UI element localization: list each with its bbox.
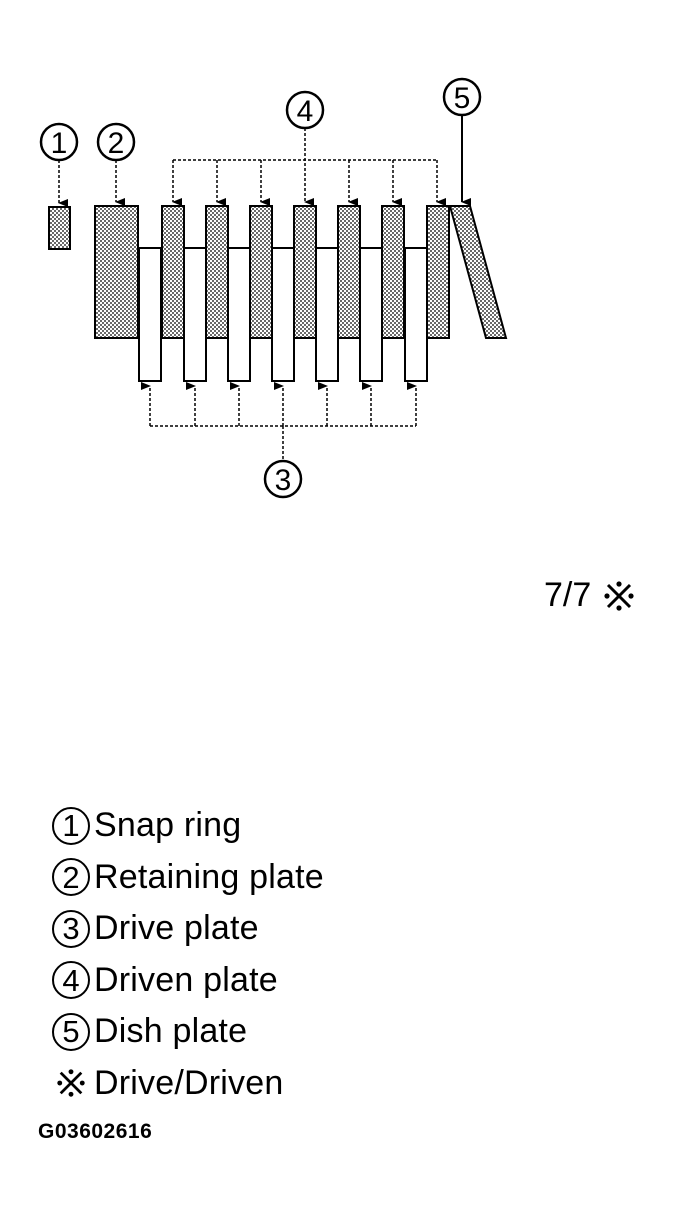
driven-plate	[249, 205, 273, 339]
legend-item: 1 Snap ring	[52, 800, 652, 852]
legend-label: Driven plate	[94, 960, 278, 999]
callout-number: 5	[52, 1012, 90, 1051]
drive-plates	[138, 247, 428, 382]
driven-plate	[293, 205, 317, 339]
drive-plate	[315, 247, 339, 382]
svg-text:1: 1	[51, 127, 68, 160]
drive-plate	[183, 247, 207, 382]
callout-number: 1	[52, 806, 90, 845]
drive-plate	[359, 247, 383, 382]
legend-label: Dish plate	[94, 1012, 248, 1051]
legend-item: Drive/Driven	[52, 1058, 652, 1110]
callout-number: 3	[52, 909, 90, 948]
legend: 1 Snap ring 2 Retaining plate 3 Drive pl…	[52, 800, 652, 1109]
dish-plate	[448, 205, 508, 339]
retaining-plate	[94, 205, 139, 339]
ratio-text: 7/7	[544, 576, 592, 614]
reference-mark-icon	[52, 1064, 90, 1102]
callout-2: 2	[96, 122, 136, 206]
svg-text:3: 3	[275, 464, 292, 497]
callout-5: 5	[442, 77, 482, 206]
drive-plate	[404, 247, 428, 382]
legend-label: Snap ring	[94, 806, 242, 845]
legend-label: Drive plate	[94, 909, 259, 948]
driven-plate	[426, 205, 450, 339]
driven-plate	[161, 205, 185, 339]
legend-item: 5 Dish plate	[52, 1006, 652, 1058]
legend-label: Drive/Driven	[94, 1063, 284, 1102]
callout-3: 3	[141, 382, 417, 499]
drive-plate	[271, 247, 295, 382]
legend-item: 3 Drive plate	[52, 903, 652, 955]
callout-4: 4	[172, 90, 446, 206]
svg-text:2: 2	[108, 127, 125, 160]
callout-number: 2	[52, 858, 90, 897]
clutch-pack-diagram: 1 2 4 5 3	[39, 77, 508, 499]
legend-item: 2 Retaining plate	[52, 852, 652, 904]
drive-plate	[138, 247, 162, 382]
snap-ring	[48, 206, 71, 250]
plate-ratio: 7/7	[544, 576, 635, 615]
driven-plate	[381, 205, 405, 339]
driven-plates	[161, 205, 450, 339]
legend-label: Retaining plate	[94, 857, 324, 896]
callout-1: 1	[39, 122, 79, 207]
reference-mark-icon	[603, 580, 635, 612]
svg-text:5: 5	[454, 82, 471, 115]
legend-item: 4 Driven plate	[52, 955, 652, 1007]
drive-plate	[227, 247, 251, 382]
svg-text:4: 4	[297, 95, 314, 128]
figure-code: G03602616	[38, 1120, 153, 1143]
driven-plate	[205, 205, 229, 339]
driven-plate	[337, 205, 361, 339]
callout-number: 4	[52, 961, 90, 1000]
